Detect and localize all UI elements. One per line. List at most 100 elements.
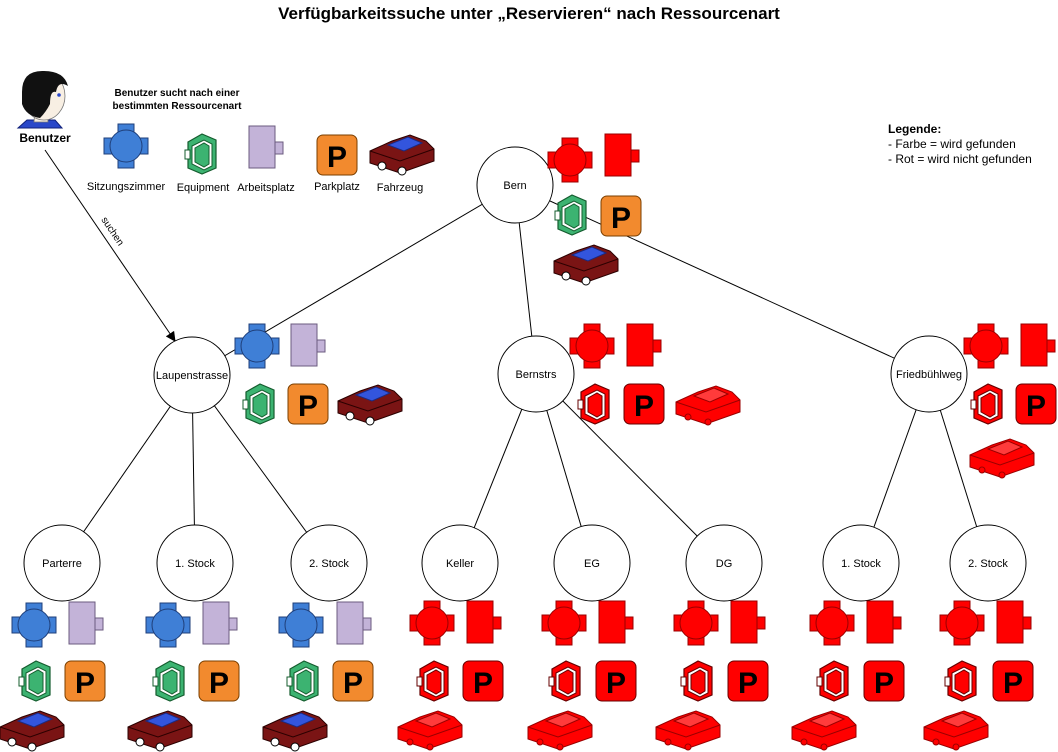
node-fried-2-stock [949, 524, 1027, 602]
fried-stock2-meeting-room-icon [939, 600, 985, 646]
node-label-fried-2-stock: 2. Stock [968, 558, 1008, 570]
label-equipment: Equipment [177, 182, 230, 194]
node-labels: Bern Laupenstrasse Bernstrs Friedbühlweg… [42, 180, 1008, 570]
laupen-equipment-icon [242, 383, 275, 425]
bern-parking-icon [600, 195, 642, 237]
dg-parking-icon [727, 660, 769, 702]
laupen-stock1-workplace-icon [202, 601, 238, 645]
label-fahrzeug: Fahrzeug [377, 182, 423, 194]
vehicle-icon [369, 134, 435, 176]
laupen-stock2-vehicle-icon [262, 710, 328, 752]
resource-type-labels: Sitzungszimmer Equipment Arbeitsplatz Pa… [87, 181, 423, 194]
laupen-stock1-parking-icon [198, 660, 240, 702]
bernstrs-meeting-room-icon [569, 323, 615, 369]
node-label-friedbuehlweg: Friedbühlweg [896, 369, 962, 381]
edge-bernstrs-dg [535, 373, 725, 564]
equipment-icon [184, 133, 217, 175]
node-parterre [23, 524, 101, 602]
keller-workplace-icon [466, 600, 502, 644]
bern-meeting-room-icon [547, 137, 593, 183]
bernstrs-vehicle-icon [675, 385, 741, 426]
parterre-vehicle-icon [0, 710, 65, 752]
user-label: Benutzer [19, 131, 71, 145]
fried-meeting-room-icon [963, 323, 1009, 369]
legend: Legende: - Farbe = wird gefunden - Rot =… [888, 122, 1032, 167]
legend-line-found: - Farbe = wird gefunden [888, 137, 1016, 151]
parterre-parking-icon [64, 660, 106, 702]
eg-vehicle-icon [527, 710, 593, 751]
laupen-stock2-workplace-icon [336, 601, 372, 645]
laupen-vehicle-icon [337, 384, 403, 426]
label-arbeitsplatz: Arbeitsplatz [237, 182, 294, 194]
meeting-room-icon [103, 123, 149, 169]
workplace-icon [248, 125, 284, 169]
node-label-bern: Bern [503, 180, 526, 192]
node-fried-1-stock [822, 524, 900, 602]
node-bernstrs [497, 335, 575, 413]
node-label-laupen-1-stock: 1. Stock [175, 558, 215, 570]
fried-stock1-vehicle-icon [791, 710, 857, 751]
keller-parking-icon [462, 660, 504, 702]
laupen-stock2-parking-icon [332, 660, 374, 702]
node-label-keller: Keller [446, 558, 474, 570]
node-keller [421, 524, 499, 602]
node-eg [553, 524, 631, 602]
node-label-laupen-2-stock: 2. Stock [309, 558, 349, 570]
node-laupen-1-stock [156, 524, 234, 602]
label-parkplatz: Parkplatz [314, 181, 360, 193]
label-sitzungszimmer: Sitzungszimmer [87, 181, 166, 193]
laupen-parking-icon [287, 383, 329, 425]
laupen-stock1-vehicle-icon [127, 710, 193, 752]
keller-equipment-icon [416, 660, 449, 702]
dg-meeting-room-icon [673, 600, 719, 646]
fried-parking-icon [1015, 383, 1057, 425]
parking-icon [316, 134, 358, 176]
user-note-line2: bestimmten Ressourcenart [113, 101, 243, 112]
node-friedbuehlweg [890, 335, 968, 413]
fried-workplace-icon [1020, 323, 1056, 367]
eg-parking-icon [595, 660, 637, 702]
node-label-parterre: Parterre [42, 558, 82, 570]
laupen-stock1-meeting-room-icon [145, 602, 191, 648]
laupen-workplace-icon [290, 323, 326, 367]
fried-stock2-vehicle-icon [923, 710, 989, 751]
node-dg [685, 524, 763, 602]
node-bern [476, 146, 554, 224]
fried-stock2-equipment-icon [944, 660, 977, 702]
parterre-meeting-room-icon [11, 602, 57, 648]
page-title: Verfügbarkeitssuche unter „Reservieren“ … [278, 4, 780, 23]
edge-laupen-stock2 [191, 374, 330, 564]
eg-equipment-icon [548, 660, 581, 702]
bern-equipment-icon [554, 194, 587, 236]
node-label-bernstrs: Bernstrs [516, 369, 557, 381]
bernstrs-equipment-icon [577, 383, 610, 425]
laupen-stock2-equipment-icon [286, 660, 319, 702]
dg-vehicle-icon [655, 710, 721, 751]
fried-stock1-parking-icon [863, 660, 905, 702]
laupen-stock1-equipment-icon [152, 660, 185, 702]
bern-vehicle-icon [553, 244, 619, 286]
user-note-line1: Benutzer sucht nach einer [114, 88, 239, 99]
search-arrow-label: suchen [98, 215, 125, 248]
dg-workplace-icon [730, 600, 766, 644]
node-label-dg: DG [716, 558, 733, 570]
laupen-stock2-meeting-room-icon [278, 602, 324, 648]
legend-title: Legende: [888, 122, 942, 136]
search-arrow [44, 149, 176, 342]
bern-workplace-icon [604, 133, 640, 177]
legend-line-not-found: - Rot = wird nicht gefunden [888, 152, 1032, 166]
fried-stock2-workplace-icon [996, 600, 1032, 644]
parterre-equipment-icon [18, 660, 51, 702]
node-label-eg: EG [584, 558, 600, 570]
user-avatar-icon [16, 70, 68, 129]
fried-vehicle-icon [969, 438, 1035, 479]
node-laupen-2-stock [290, 524, 368, 602]
laupen-meeting-room-icon [234, 323, 280, 369]
node-laupenstrasse [153, 336, 231, 414]
eg-meeting-room-icon [541, 600, 587, 646]
keller-vehicle-icon [397, 710, 463, 751]
eg-workplace-icon [598, 600, 634, 644]
tree-nodes [23, 146, 1027, 602]
node-label-laupenstrasse: Laupenstrasse [156, 370, 228, 382]
